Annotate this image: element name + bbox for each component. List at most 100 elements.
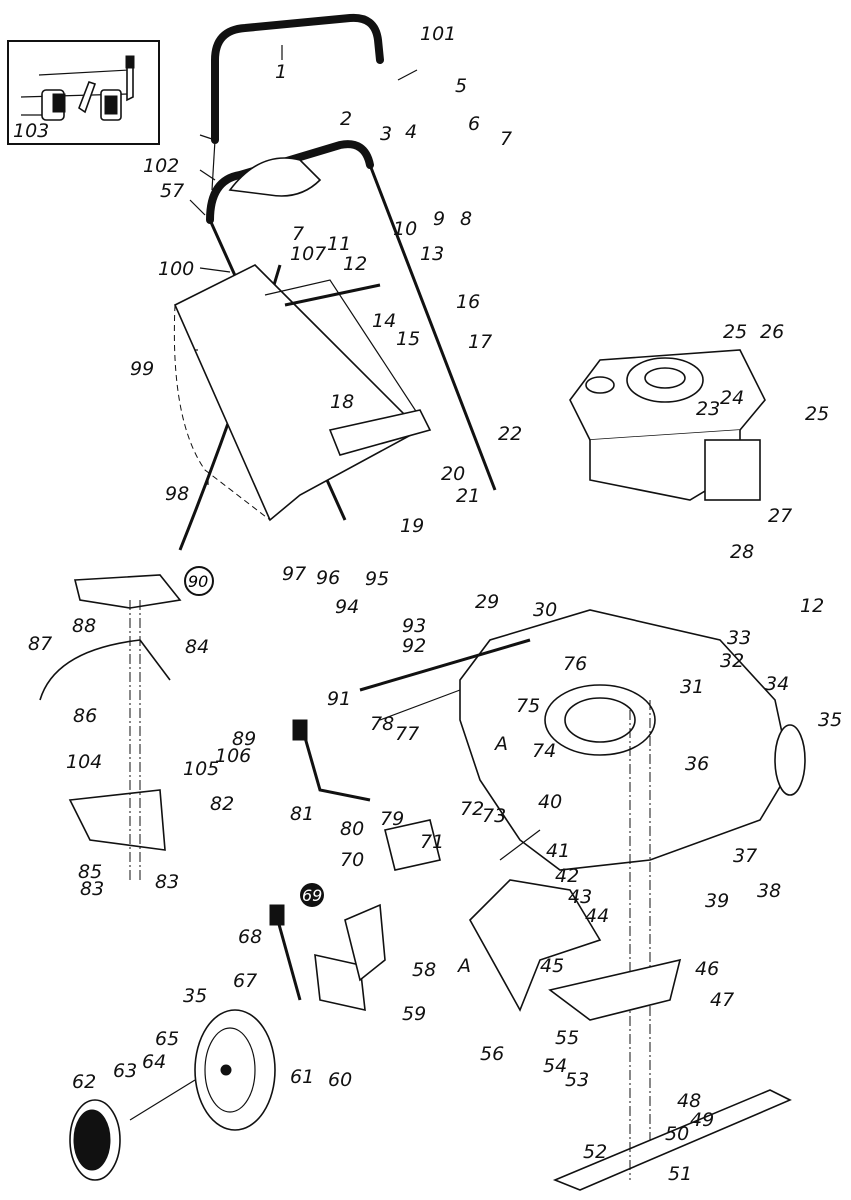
label-13: 13 — [420, 243, 444, 265]
label-58: 58 — [412, 959, 436, 981]
label-106: 106 — [215, 745, 251, 767]
label-48: 48 — [677, 1090, 701, 1112]
label-83a: 83 — [80, 878, 104, 900]
label-21: 21 — [456, 485, 480, 507]
label-12b: 12 — [800, 595, 824, 617]
lower-handle-grip — [206, 140, 374, 224]
label-4: 4 — [405, 121, 417, 143]
label-24: 24 — [720, 387, 744, 409]
blade — [552, 1089, 792, 1191]
label-14: 14 — [372, 310, 396, 332]
label-6: 6 — [468, 113, 480, 135]
label-57: 57 — [160, 180, 184, 202]
label-103: 103 — [13, 120, 49, 142]
label-2: 2 — [340, 108, 352, 130]
label-80: 80 — [340, 818, 364, 840]
label-99: 99 — [130, 358, 154, 380]
label-56: 56 — [480, 1043, 504, 1065]
label-62: 62 — [72, 1071, 96, 1093]
circled-label-69: 69 — [300, 883, 324, 907]
label-70: 70 — [340, 849, 364, 871]
section-marker-a-baffle: A — [456, 955, 471, 977]
label-74: 74 — [532, 740, 556, 762]
label-44: 44 — [585, 905, 609, 927]
label-10: 10 — [393, 218, 417, 240]
label-29: 29 — [475, 591, 499, 613]
front-bracket — [314, 953, 366, 1012]
label-105: 105 — [183, 758, 219, 780]
inset-box-103: 103 — [7, 40, 160, 145]
grass-bag-outline — [173, 304, 271, 521]
label-39: 39 — [705, 890, 729, 912]
label-43: 43 — [568, 886, 592, 908]
label-25a: 25 — [723, 321, 747, 343]
label-45: 45 — [540, 955, 564, 977]
label-53: 53 — [565, 1069, 589, 1091]
label-60: 60 — [328, 1069, 352, 1091]
label-25b: 25 — [805, 403, 829, 425]
label-75: 75 — [516, 695, 540, 717]
label-72: 72 — [460, 798, 484, 820]
label-86: 86 — [73, 705, 97, 727]
label-23: 23 — [696, 398, 720, 420]
label-7b: 7 — [500, 128, 512, 150]
label-37: 37 — [733, 845, 757, 867]
label-46: 46 — [695, 958, 719, 980]
label-42: 42 — [555, 865, 579, 887]
label-96: 96 — [316, 567, 340, 589]
throttle-lever — [39, 639, 171, 701]
wheel-plate — [344, 903, 386, 982]
label-92: 92 — [402, 635, 426, 657]
label-34: 34 — [765, 673, 789, 695]
label-79: 79 — [380, 808, 404, 830]
label-33: 33 — [727, 627, 751, 649]
catcher-handle — [328, 409, 432, 456]
label-89: 89 — [232, 728, 256, 750]
label-49: 49 — [690, 1109, 714, 1131]
hub-cap — [69, 1099, 121, 1181]
label-11: 11 — [327, 233, 351, 255]
svg-text:90: 90 — [188, 572, 208, 591]
control-cover — [73, 574, 182, 609]
mower-deck — [359, 609, 791, 871]
label-85: 85 — [78, 861, 102, 883]
label-9: 9 — [433, 208, 445, 230]
label-71: 71 — [420, 831, 444, 853]
label-16: 16 — [456, 291, 480, 313]
label-15: 15 — [396, 328, 420, 350]
label-61: 61 — [290, 1066, 314, 1088]
label-84: 84 — [185, 636, 209, 658]
label-73: 73 — [482, 805, 506, 827]
label-47: 47 — [710, 989, 734, 1011]
label-98: 98 — [165, 483, 189, 505]
label-41: 41 — [546, 840, 570, 862]
label-38: 38 — [757, 880, 781, 902]
label-19: 19 — [400, 515, 424, 537]
label-32: 32 — [720, 650, 744, 672]
rear-wheel — [774, 724, 806, 796]
label-107: 107 — [290, 243, 326, 265]
label-28: 28 — [730, 541, 754, 563]
label-52: 52 — [583, 1141, 607, 1163]
height-bracket — [384, 819, 441, 871]
label-3: 3 — [380, 123, 392, 145]
label-77: 77 — [395, 723, 419, 745]
label-88: 88 — [72, 615, 96, 637]
label-67: 67 — [233, 970, 257, 992]
label-81: 81 — [290, 803, 314, 825]
label-26: 26 — [760, 321, 784, 343]
engine — [569, 349, 766, 501]
label-18: 18 — [330, 391, 354, 413]
label-36: 36 — [685, 753, 709, 775]
control-base — [68, 789, 166, 851]
height-lever — [298, 719, 371, 802]
label-35b: 35 — [183, 985, 207, 1007]
label-20: 20 — [441, 463, 465, 485]
label-78: 78 — [370, 713, 394, 735]
rear-baffle — [469, 879, 602, 1012]
section-marker-a-deck: A — [493, 733, 508, 755]
label-64: 64 — [142, 1051, 166, 1073]
label-94: 94 — [335, 596, 359, 618]
label-35a: 35 — [818, 709, 842, 731]
